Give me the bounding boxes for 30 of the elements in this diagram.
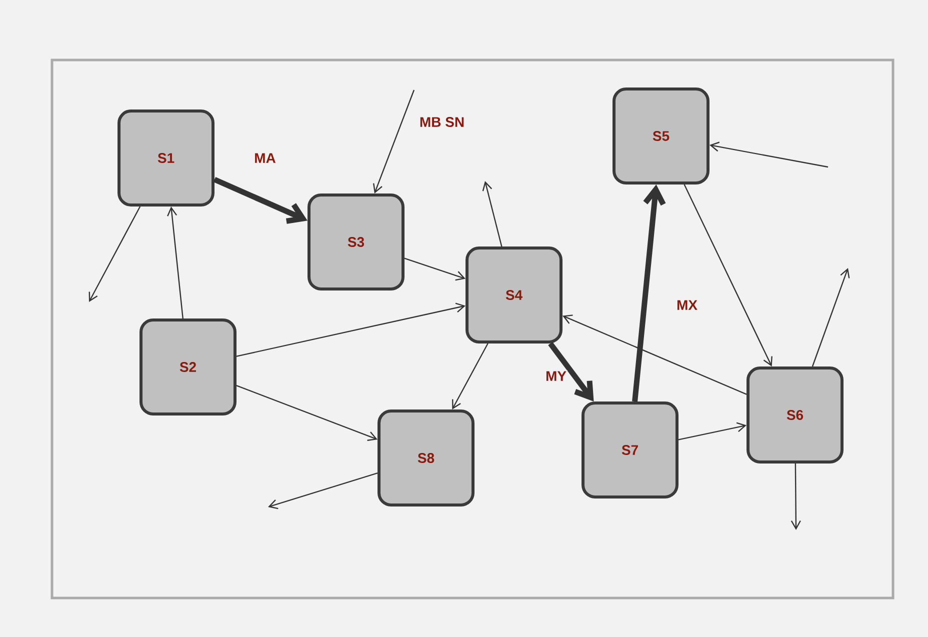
arrow [88,206,141,302]
arrow [684,184,772,366]
state-box: S5 [612,88,710,184]
arrow [562,314,747,395]
state-box: S1 [118,110,214,206]
state-box: S4 [466,246,562,344]
arrow [710,142,828,168]
arrow [404,258,466,281]
arrow [482,181,502,247]
edge-label: MB SN [418,116,466,128]
state-box: S2 [140,318,236,416]
arrow [678,422,747,440]
state-box: S8 [378,410,474,506]
arrow [632,184,666,402]
arrow [452,343,488,410]
edge-label: MY [544,370,568,382]
arrow [268,472,378,510]
edge-label: MX [676,299,698,311]
arrow [213,176,308,224]
state-box: S6 [746,366,844,464]
arrow [373,90,415,194]
arrow [790,464,801,530]
state-box: S7 [582,402,678,498]
arrow [812,268,850,367]
arrow [167,206,184,319]
arrow [548,342,594,402]
edge-label: MA [253,152,277,164]
arrow [236,302,466,357]
state-box: S3 [308,194,404,290]
arrow [236,384,378,441]
